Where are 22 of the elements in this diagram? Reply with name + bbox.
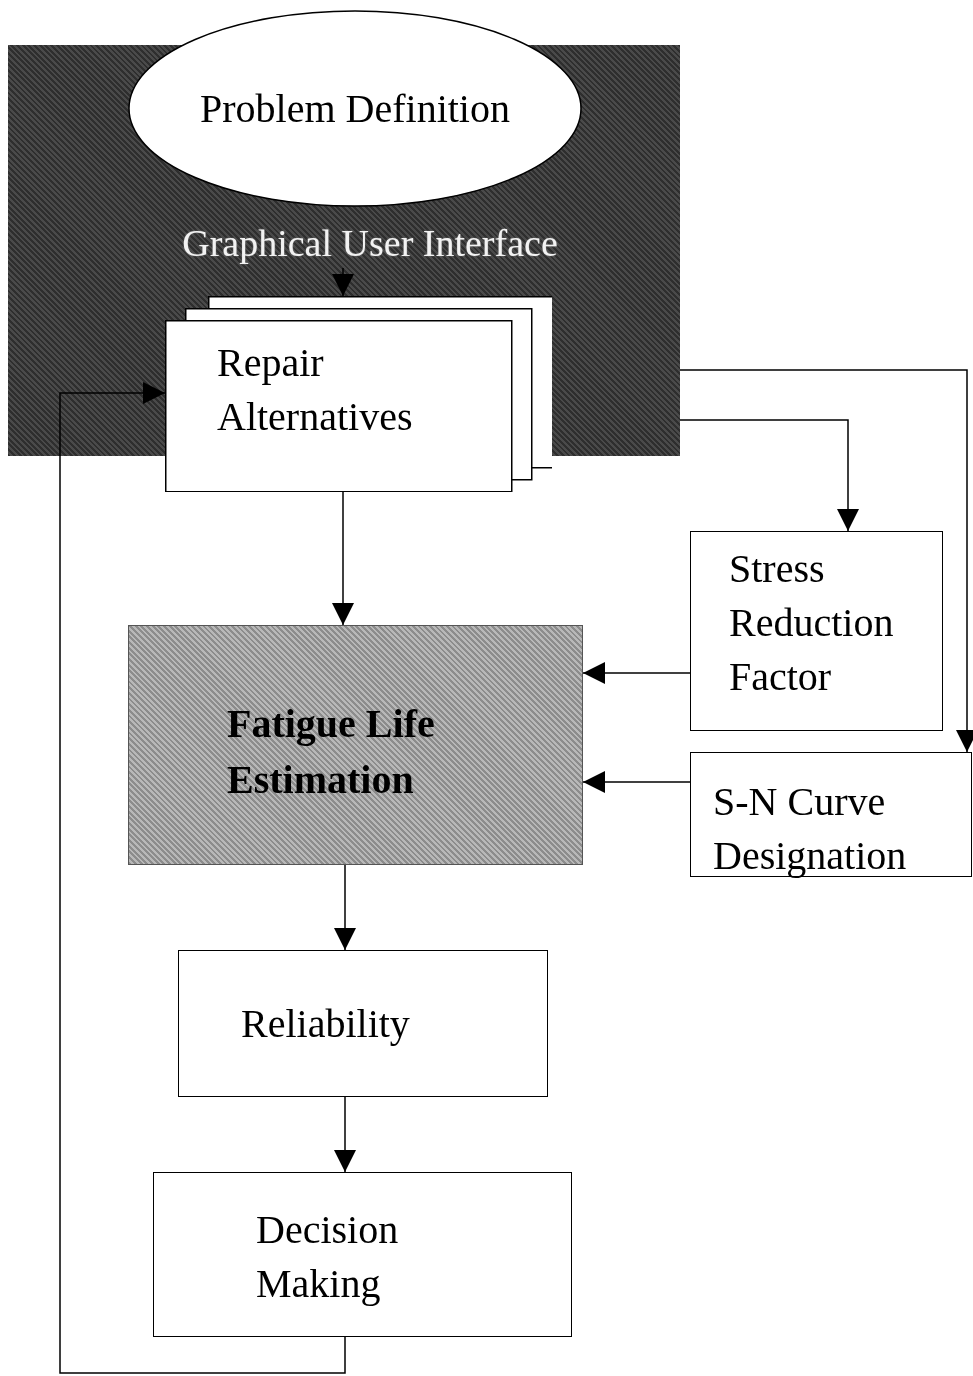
- node-label: Problem Definition: [200, 84, 510, 133]
- arrow: [332, 267, 354, 297]
- arrow: [679, 369, 973, 753]
- node-label: Reliability: [241, 1000, 411, 1048]
- arrow: [334, 1096, 356, 1173]
- process-box: [690, 531, 943, 731]
- arrow: [582, 662, 691, 684]
- arrow: [679, 419, 859, 532]
- arrow: [582, 771, 691, 793]
- node-label: Decision Making: [256, 1206, 400, 1308]
- arrow: [334, 864, 356, 951]
- node-label: S-N Curve Designation: [713, 778, 908, 880]
- arrow: [332, 491, 354, 626]
- arrow: [59, 382, 346, 1374]
- process-box: [690, 752, 972, 877]
- process-box: [178, 950, 548, 1097]
- process-box: [153, 1172, 572, 1337]
- shaded-process-box: [128, 625, 583, 865]
- node-label: Stress Reduction Factor: [729, 545, 895, 701]
- heading-label: Graphical User Interface: [182, 221, 558, 266]
- node-label: Repair Alternatives: [217, 339, 414, 441]
- node-label: Fatigue Life Estimation: [227, 700, 436, 804]
